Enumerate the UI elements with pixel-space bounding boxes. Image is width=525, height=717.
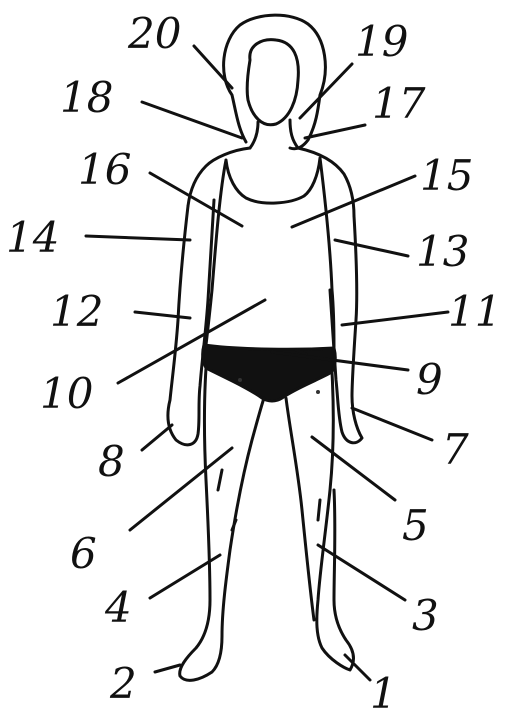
hip-dot [238,378,242,382]
label-20: 20 [127,9,181,58]
leader-18 [142,102,242,138]
leader-5 [312,437,395,500]
human-figure [168,15,362,680]
label-4: 4 [104,583,132,632]
calf-mark [318,500,320,520]
label-19: 19 [355,17,408,66]
label-2: 2 [109,659,137,708]
label-11: 11 [448,287,501,336]
leader-3 [318,545,405,600]
label-3: 3 [412,591,439,640]
leader-2 [155,665,180,672]
label-10: 10 [40,369,93,418]
leader-14 [86,236,190,240]
leader-8 [142,425,172,450]
hair [224,15,326,149]
knee-mark [232,520,236,530]
right-leg [286,372,353,670]
label-15: 15 [420,151,473,200]
label-12: 12 [50,287,103,336]
leader-1 [345,655,370,680]
briefs [203,345,336,401]
label-16: 16 [78,145,131,194]
face [247,40,298,125]
left-leg [180,368,264,680]
label-1: 1 [370,669,397,717]
label-13: 13 [416,227,469,276]
label-8: 8 [98,437,125,486]
label-14: 14 [6,213,59,262]
label-9: 9 [416,355,443,404]
leader-11 [342,312,448,325]
leader-12 [135,312,190,318]
left-arm [168,200,214,445]
leader-7 [352,408,432,440]
label-5: 5 [402,501,429,550]
thigh-mark [218,470,222,490]
vest [206,158,334,348]
label-6: 6 [70,529,97,578]
label-17: 17 [372,79,426,128]
label-18: 18 [60,73,113,122]
label-7: 7 [442,425,469,474]
leader-13 [335,240,408,256]
hip-dot-right [316,390,320,394]
